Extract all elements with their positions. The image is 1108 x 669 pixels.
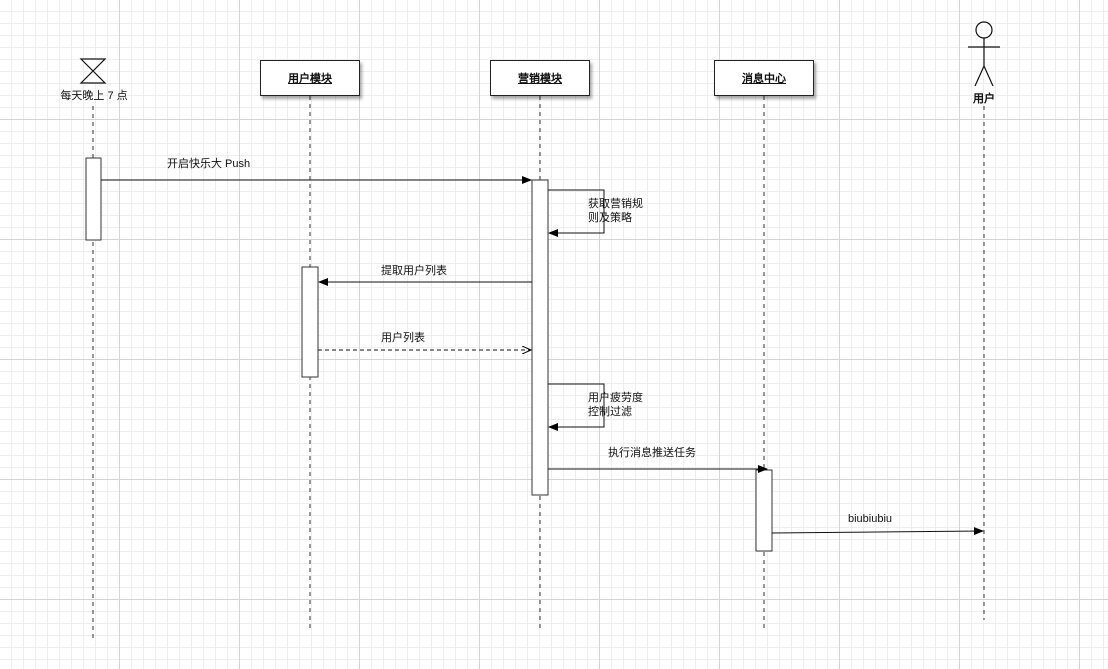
message-label-fetch-users: 提取用户列表 [381, 265, 447, 277]
participant-user-label: 用户 [973, 93, 995, 105]
activation-marketing [531, 179, 549, 496]
participant-user-module: 用户模块 [260, 60, 360, 96]
activation-message-center [755, 469, 773, 552]
message-label-biubiubiu: biubiubiu [848, 513, 893, 525]
actor-icon [968, 21, 1000, 87]
message-label-self-rules-line1: 获取营销规 [588, 198, 643, 210]
participant-message-center-label: 消息中心 [742, 73, 786, 85]
activation-user-module [301, 266, 319, 378]
message-label-self-rules-line2: 则及策略 [588, 212, 632, 224]
message-label-user-list-return: 用户列表 [381, 332, 425, 344]
participant-marketing-module: 营销模块 [490, 60, 590, 96]
message-label-self-fatigue-line2: 控制过滤 [588, 406, 632, 418]
message-label-start-push: 开启快乐大 Push [167, 158, 251, 170]
hourglass-icon [79, 58, 107, 84]
message-arrow-biubiubiu [771, 527, 984, 536]
activation-timer [85, 157, 102, 241]
participant-message-center: 消息中心 [714, 60, 814, 96]
participant-marketing-module-label: 营销模块 [518, 73, 562, 85]
participant-timer-label: 每天晚上 7 点 [60, 90, 128, 102]
message-label-self-fatigue-line1: 用户疲劳度 [588, 392, 643, 404]
message-label-push-task: 执行消息推送任务 [608, 447, 696, 459]
message-arrow-self-rules [548, 189, 605, 237]
message-arrow-self-fatigue [548, 383, 605, 431]
participant-user-module-label: 用户模块 [288, 73, 332, 85]
